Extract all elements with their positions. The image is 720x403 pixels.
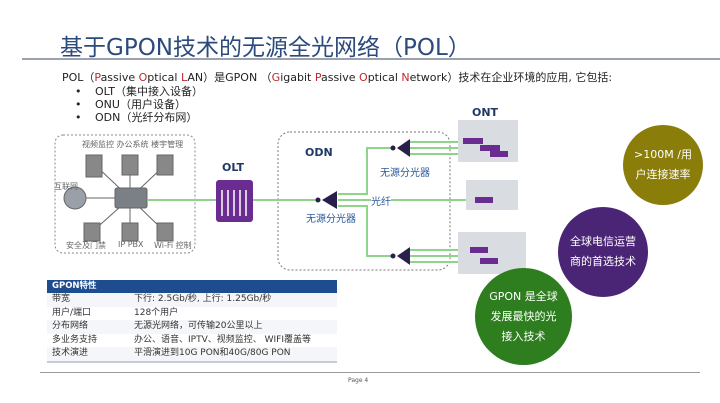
intro-part: AN）是GPON （ bbox=[187, 71, 272, 84]
wifi-control-label: Wi-Fi 控制 bbox=[154, 241, 192, 250]
security-label: 安全及门禁 bbox=[66, 241, 106, 250]
bullet-text: OLT（集中接入设备） bbox=[95, 85, 203, 98]
gpon-features-table: GPON特性 带宽 下行: 2.5Gb/秒, 上行: 1.25Gb/秒 用户/端口… bbox=[47, 280, 337, 363]
splitter-center-label: 无源分光器 bbox=[306, 214, 356, 225]
splitter-icon bbox=[390, 247, 410, 265]
footer-divider bbox=[40, 372, 700, 373]
ip-pbx-label: IP PBX bbox=[118, 240, 144, 249]
table-row: 用户/端口 128个用户 bbox=[47, 307, 337, 321]
title-divider bbox=[22, 58, 720, 60]
bullet-item: •OLT（集中接入设备） bbox=[75, 85, 203, 98]
intro-part: L bbox=[180, 71, 188, 84]
ont-device-icon bbox=[458, 120, 518, 162]
feature-circle-operators: 全球电信运营 商的首选技术 bbox=[558, 207, 648, 297]
intro-part: ptical bbox=[367, 71, 402, 84]
row-value: 128个用户 bbox=[134, 307, 179, 318]
splitter-icon bbox=[315, 191, 337, 209]
feature-circle-speed: >100M /用 户连接速率 bbox=[623, 125, 703, 205]
table-header: GPON特性 bbox=[47, 280, 337, 293]
row-value: 办公、语音、IPTV、视频监控、 WIFI覆盖等 bbox=[134, 334, 311, 345]
ont-device-icon bbox=[458, 232, 526, 274]
row-key: 多业务支持 bbox=[52, 334, 98, 345]
intro-part: POL（ bbox=[62, 71, 95, 84]
splitter-top-label: 无源分光器 bbox=[380, 168, 430, 179]
intro-part: P bbox=[314, 71, 321, 84]
bullet-item: •ONU（用户设备） bbox=[75, 98, 186, 111]
odn-label: ODN bbox=[305, 146, 333, 159]
intro-part: P bbox=[94, 71, 101, 84]
fiber-lines bbox=[147, 141, 500, 263]
intro-part: assive bbox=[320, 71, 360, 84]
intro-part: igabit bbox=[280, 71, 315, 84]
splitter-icon bbox=[390, 139, 410, 157]
intro-part: N bbox=[401, 71, 410, 84]
bullet-text: ODN（光纤分布网） bbox=[95, 111, 198, 124]
olt-device-icon bbox=[216, 180, 253, 222]
intro-text: POL（Passive Optical LAN）是GPON （Gigabit P… bbox=[62, 69, 612, 85]
row-value: 平滑演进到10G PON和40G/80G PON bbox=[134, 348, 291, 359]
table-row: 技术演进 平滑演进到10G PON和40G/80G PON bbox=[47, 347, 337, 361]
odn-box bbox=[277, 131, 451, 271]
intro-part: G bbox=[271, 71, 281, 84]
row-value: 无源光网络，可传输20公里以上 bbox=[134, 321, 263, 332]
page-number: Page 4 bbox=[348, 377, 369, 384]
bullet-item: •ODN（光纤分布网） bbox=[75, 111, 198, 124]
ont-device-icon bbox=[466, 180, 518, 210]
intro-part: assive bbox=[100, 71, 139, 84]
intro-part: ptical bbox=[147, 71, 181, 84]
internet-label: 互联网 bbox=[54, 182, 78, 191]
feature-circle-growth: GPON 是全球 发展最快的光 接入技术 bbox=[475, 268, 572, 365]
enterprise-top-labels: 视频监控 办公系统 楼宇管理 bbox=[82, 140, 184, 149]
intro-part: etwork）技术在企业环境的应用, 它包括: bbox=[409, 71, 613, 84]
table-row: 分布网络 无源光网络，可传输20公里以上 bbox=[47, 320, 337, 334]
row-key: 带宽 bbox=[52, 294, 71, 304]
table-row: 带宽 下行: 2.5Gb/秒, 上行: 1.25Gb/秒 bbox=[47, 293, 337, 307]
intro-part: O bbox=[359, 71, 368, 84]
intro-part: O bbox=[138, 71, 148, 84]
bullet-text: ONU（用户设备） bbox=[95, 98, 186, 111]
enterprise-network-icons bbox=[63, 154, 174, 242]
olt-label: OLT bbox=[222, 161, 245, 174]
ont-label: ONT bbox=[472, 106, 499, 119]
row-key: 用户/端口 bbox=[52, 307, 92, 318]
row-key: 技术演进 bbox=[52, 348, 89, 359]
fiber-label: 光纤 bbox=[371, 193, 391, 208]
row-key: 分布网络 bbox=[52, 321, 89, 332]
table-row: 多业务支持 办公、语音、IPTV、视频监控、 WIFI覆盖等 bbox=[47, 334, 337, 348]
enterprise-box bbox=[54, 134, 196, 254]
row-value: 下行: 2.5Gb/秒, 上行: 1.25Gb/秒 bbox=[134, 294, 272, 304]
slide-title: 基于GPON技术的无源全光网络（POL） bbox=[60, 35, 471, 61]
